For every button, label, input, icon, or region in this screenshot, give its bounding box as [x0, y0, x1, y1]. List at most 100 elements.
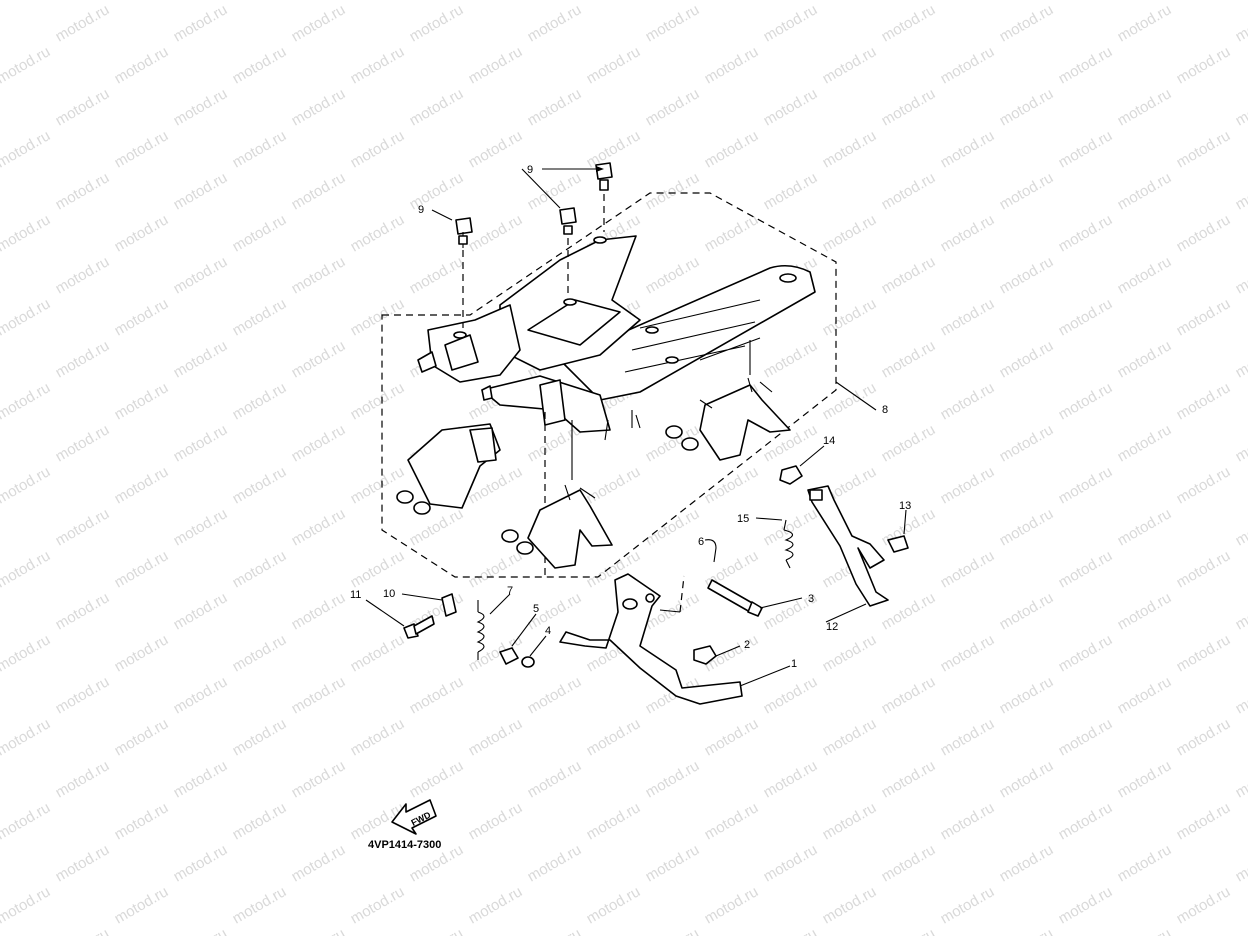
watermark-text: motod.ru — [1233, 1, 1248, 45]
watermark-text: motod.ru — [230, 547, 290, 591]
watermark-text: motod.ru — [1174, 127, 1234, 171]
watermark-text: motod.ru — [997, 925, 1057, 936]
watermark-text: motod.ru — [407, 673, 467, 717]
watermark-text: motod.ru — [112, 295, 172, 339]
watermark-text: motod.ru — [53, 505, 113, 549]
watermark-text: motod.ru — [466, 43, 526, 87]
watermark-text: motod.ru — [1233, 841, 1248, 885]
watermark-text: motod.ru — [879, 1, 939, 45]
watermark-text: motod.ru — [1233, 169, 1248, 213]
watermark-text: motod.ru — [348, 295, 408, 339]
watermark-text: motod.ru — [289, 589, 349, 633]
watermark-text: motod.ru — [702, 127, 762, 171]
watermark-text: motod.ru — [53, 673, 113, 717]
watermark-text: motod.ru — [820, 127, 880, 171]
watermark-text: motod.ru — [112, 631, 172, 675]
watermark-text: motod.ru — [407, 1, 467, 45]
watermark-text: motod.ru — [1056, 295, 1116, 339]
watermark-text: motod.ru — [938, 295, 998, 339]
watermark-text: motod.ru — [1174, 631, 1234, 675]
watermark-text: motod.ru — [761, 841, 821, 885]
watermark-text: motod.ru — [997, 85, 1057, 129]
watermark-text: motod.ru — [1115, 337, 1175, 381]
watermark-text: motod.ru — [1056, 799, 1116, 843]
watermark-text: motod.ru — [230, 715, 290, 759]
watermark-text: motod.ru — [997, 673, 1057, 717]
watermark-text: motod.ru — [997, 337, 1057, 381]
diagram-code: 4VP1414-7300 — [368, 839, 441, 851]
watermark-text: motod.ru — [466, 0, 526, 3]
watermark-text: motod.ru — [289, 85, 349, 129]
watermark-text: motod.ru — [1115, 1, 1175, 45]
watermark-text: motod.ru — [938, 883, 998, 927]
watermark-text: motod.ru — [112, 547, 172, 591]
watermark-text: motod.ru — [1233, 505, 1248, 549]
watermark-text: motod.ru — [938, 379, 998, 423]
watermark-text: motod.ru — [879, 589, 939, 633]
watermark-text: motod.ru — [1115, 841, 1175, 885]
watermark-text: motod.ru — [1115, 505, 1175, 549]
watermark-text: motod.ru — [407, 925, 467, 936]
watermark-text: motod.ru — [289, 505, 349, 549]
collar-14 — [780, 466, 802, 484]
watermark-text: motod.ru — [289, 421, 349, 465]
watermark-text: motod.ru — [407, 85, 467, 129]
watermark-text: motod.ru — [702, 799, 762, 843]
watermark-text: motod.ru — [879, 253, 939, 297]
watermark-text: motod.ru — [112, 463, 172, 507]
watermark-text: motod.ru — [289, 1, 349, 45]
watermark-text: motod.ru — [997, 1, 1057, 45]
watermark-text: motod.ru — [171, 673, 231, 717]
watermark-text: motod.ru — [1115, 757, 1175, 801]
watermark-text: motod.ru — [1174, 211, 1234, 255]
watermark-text: motod.ru — [348, 43, 408, 87]
watermark-text: motod.ru — [702, 211, 762, 255]
watermark-text: motod.ru — [761, 337, 821, 381]
watermark-text: motod.ru — [1056, 43, 1116, 87]
watermark-text: motod.ru — [230, 379, 290, 423]
watermark-text: motod.ru — [407, 757, 467, 801]
watermark-text: motod.ru — [1115, 673, 1175, 717]
watermark-text: motod.ru — [1174, 715, 1234, 759]
watermark-text: motod.ru — [53, 1, 113, 45]
watermark-text: motod.ru — [171, 421, 231, 465]
watermark-text: motod.ru — [466, 127, 526, 171]
watermark-text: motod.ru — [171, 169, 231, 213]
watermark-text: motod.ru — [1115, 421, 1175, 465]
watermark-text: motod.ru — [53, 421, 113, 465]
callout-15: 15 — [737, 513, 749, 525]
watermark-text: motod.ru — [53, 253, 113, 297]
watermark-text: motod.ru — [230, 211, 290, 255]
watermark-text: motod.ru — [0, 883, 53, 927]
watermark-text: motod.ru — [348, 211, 408, 255]
watermark-text: motod.ru — [112, 43, 172, 87]
watermark-text: motod.ru — [53, 589, 113, 633]
watermark-text: motod.ru — [702, 883, 762, 927]
callout-5: 5 — [533, 603, 539, 615]
watermark-text: motod.ru — [171, 925, 231, 936]
watermark-text: motod.ru — [702, 43, 762, 87]
watermark-text: motod.ru — [525, 85, 585, 129]
watermark-text: motod.ru — [348, 883, 408, 927]
callout-4: 4 — [545, 625, 551, 637]
watermark-text: motod.ru — [938, 127, 998, 171]
watermark-text: motod.ru — [879, 169, 939, 213]
bolt-9-c — [596, 163, 612, 232]
watermark-text: motod.ru — [938, 715, 998, 759]
watermark-text: motod.ru — [466, 883, 526, 927]
watermark-text: motod.ru — [997, 841, 1057, 885]
watermark-text: motod.ru — [171, 1, 231, 45]
watermark-text: motod.ru — [0, 127, 53, 171]
watermark-text: motod.ru — [1115, 925, 1175, 936]
watermark-text: motod.ru — [407, 169, 467, 213]
watermark-text: motod.ru — [1056, 631, 1116, 675]
watermark-text: motod.ru — [1174, 43, 1234, 87]
watermark-text: motod.ru — [584, 43, 644, 87]
watermark-text: motod.ru — [230, 43, 290, 87]
watermark-text: motod.ru — [289, 673, 349, 717]
watermark-text: motod.ru — [0, 799, 53, 843]
watermark-text: motod.ru — [466, 211, 526, 255]
watermark-text: motod.ru — [230, 295, 290, 339]
watermark-text: motod.ru — [702, 463, 762, 507]
watermark-text: motod.ru — [997, 757, 1057, 801]
